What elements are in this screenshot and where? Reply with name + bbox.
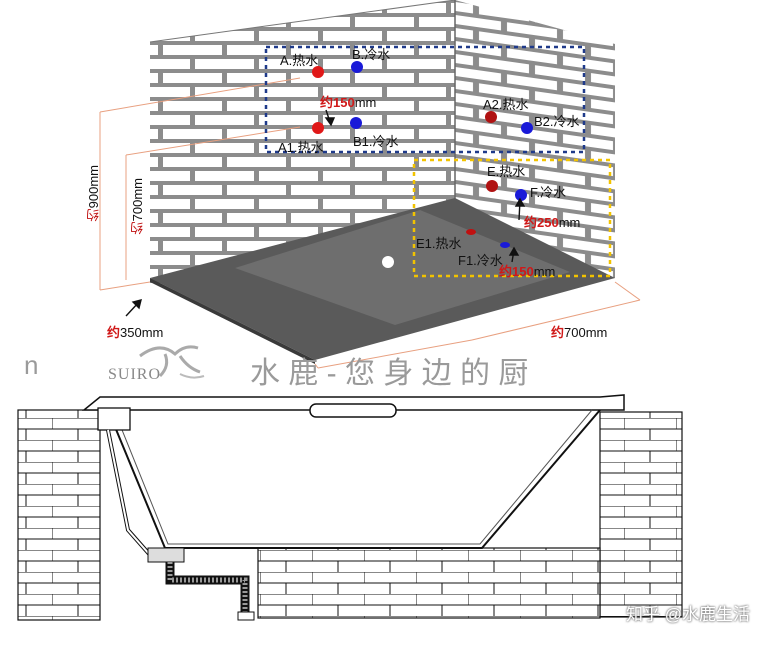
label-e1-hot: E1.热水 xyxy=(416,236,462,251)
banner-left-char: n xyxy=(24,350,39,380)
cross-section xyxy=(17,394,683,621)
dim-250: 约250mm xyxy=(524,215,581,230)
cold-point-b1 xyxy=(350,117,362,129)
label-a1-hot: A1.热水 xyxy=(278,140,324,155)
deer-logo-icon xyxy=(139,345,205,379)
dim-900: 约900mm xyxy=(86,165,101,222)
right-brick-wall xyxy=(599,411,683,618)
base-brick-wall xyxy=(257,547,601,619)
bathtub-zone-box xyxy=(412,158,612,278)
dim-150-bottom: 约150mm xyxy=(499,264,556,279)
dim-150-top: 约150mm xyxy=(320,95,377,110)
left-brick-wall xyxy=(17,409,101,621)
dim-700-left: 约700mm xyxy=(130,178,145,235)
cold-point-f1 xyxy=(500,242,510,248)
label-e-hot: E.热水 xyxy=(487,164,526,179)
label-f-cold: F.冷水 xyxy=(530,185,567,200)
drain-trap xyxy=(147,547,185,563)
tub-handle xyxy=(309,403,397,418)
floor xyxy=(150,198,615,364)
label-f1-cold: F1.冷水 xyxy=(458,253,503,268)
label-a-hot: A.热水 xyxy=(280,53,319,68)
hot-point-e xyxy=(486,180,498,192)
shower-zone-box xyxy=(264,45,586,154)
hot-point-e1 xyxy=(466,229,476,235)
watermark: 知乎 @水鹿生活 xyxy=(626,605,750,624)
label-b-cold: B.冷水 xyxy=(352,47,391,62)
hot-point-a1 xyxy=(312,122,324,134)
overflow-fitting xyxy=(97,407,131,431)
hot-point-a2 xyxy=(485,111,497,123)
hot-point-a xyxy=(312,66,324,78)
floor-drain xyxy=(382,256,394,268)
dim-350: 约350mm xyxy=(107,325,164,340)
dim-700-right: 约700mm xyxy=(551,325,608,340)
label-b2-cold: B2.冷水 xyxy=(534,114,580,129)
cold-point-b2 xyxy=(521,122,533,134)
banner-slogan: 水 鹿 - 您 身 边 的 厨 xyxy=(250,357,529,390)
label-b1-cold: B1.冷水 xyxy=(353,134,399,149)
cold-point-f xyxy=(515,189,527,201)
cold-point-b xyxy=(351,61,363,73)
brand-logo-text: SUIRO xyxy=(108,366,162,383)
label-a2-hot: A2.热水 xyxy=(483,97,529,112)
arrows xyxy=(125,109,526,317)
